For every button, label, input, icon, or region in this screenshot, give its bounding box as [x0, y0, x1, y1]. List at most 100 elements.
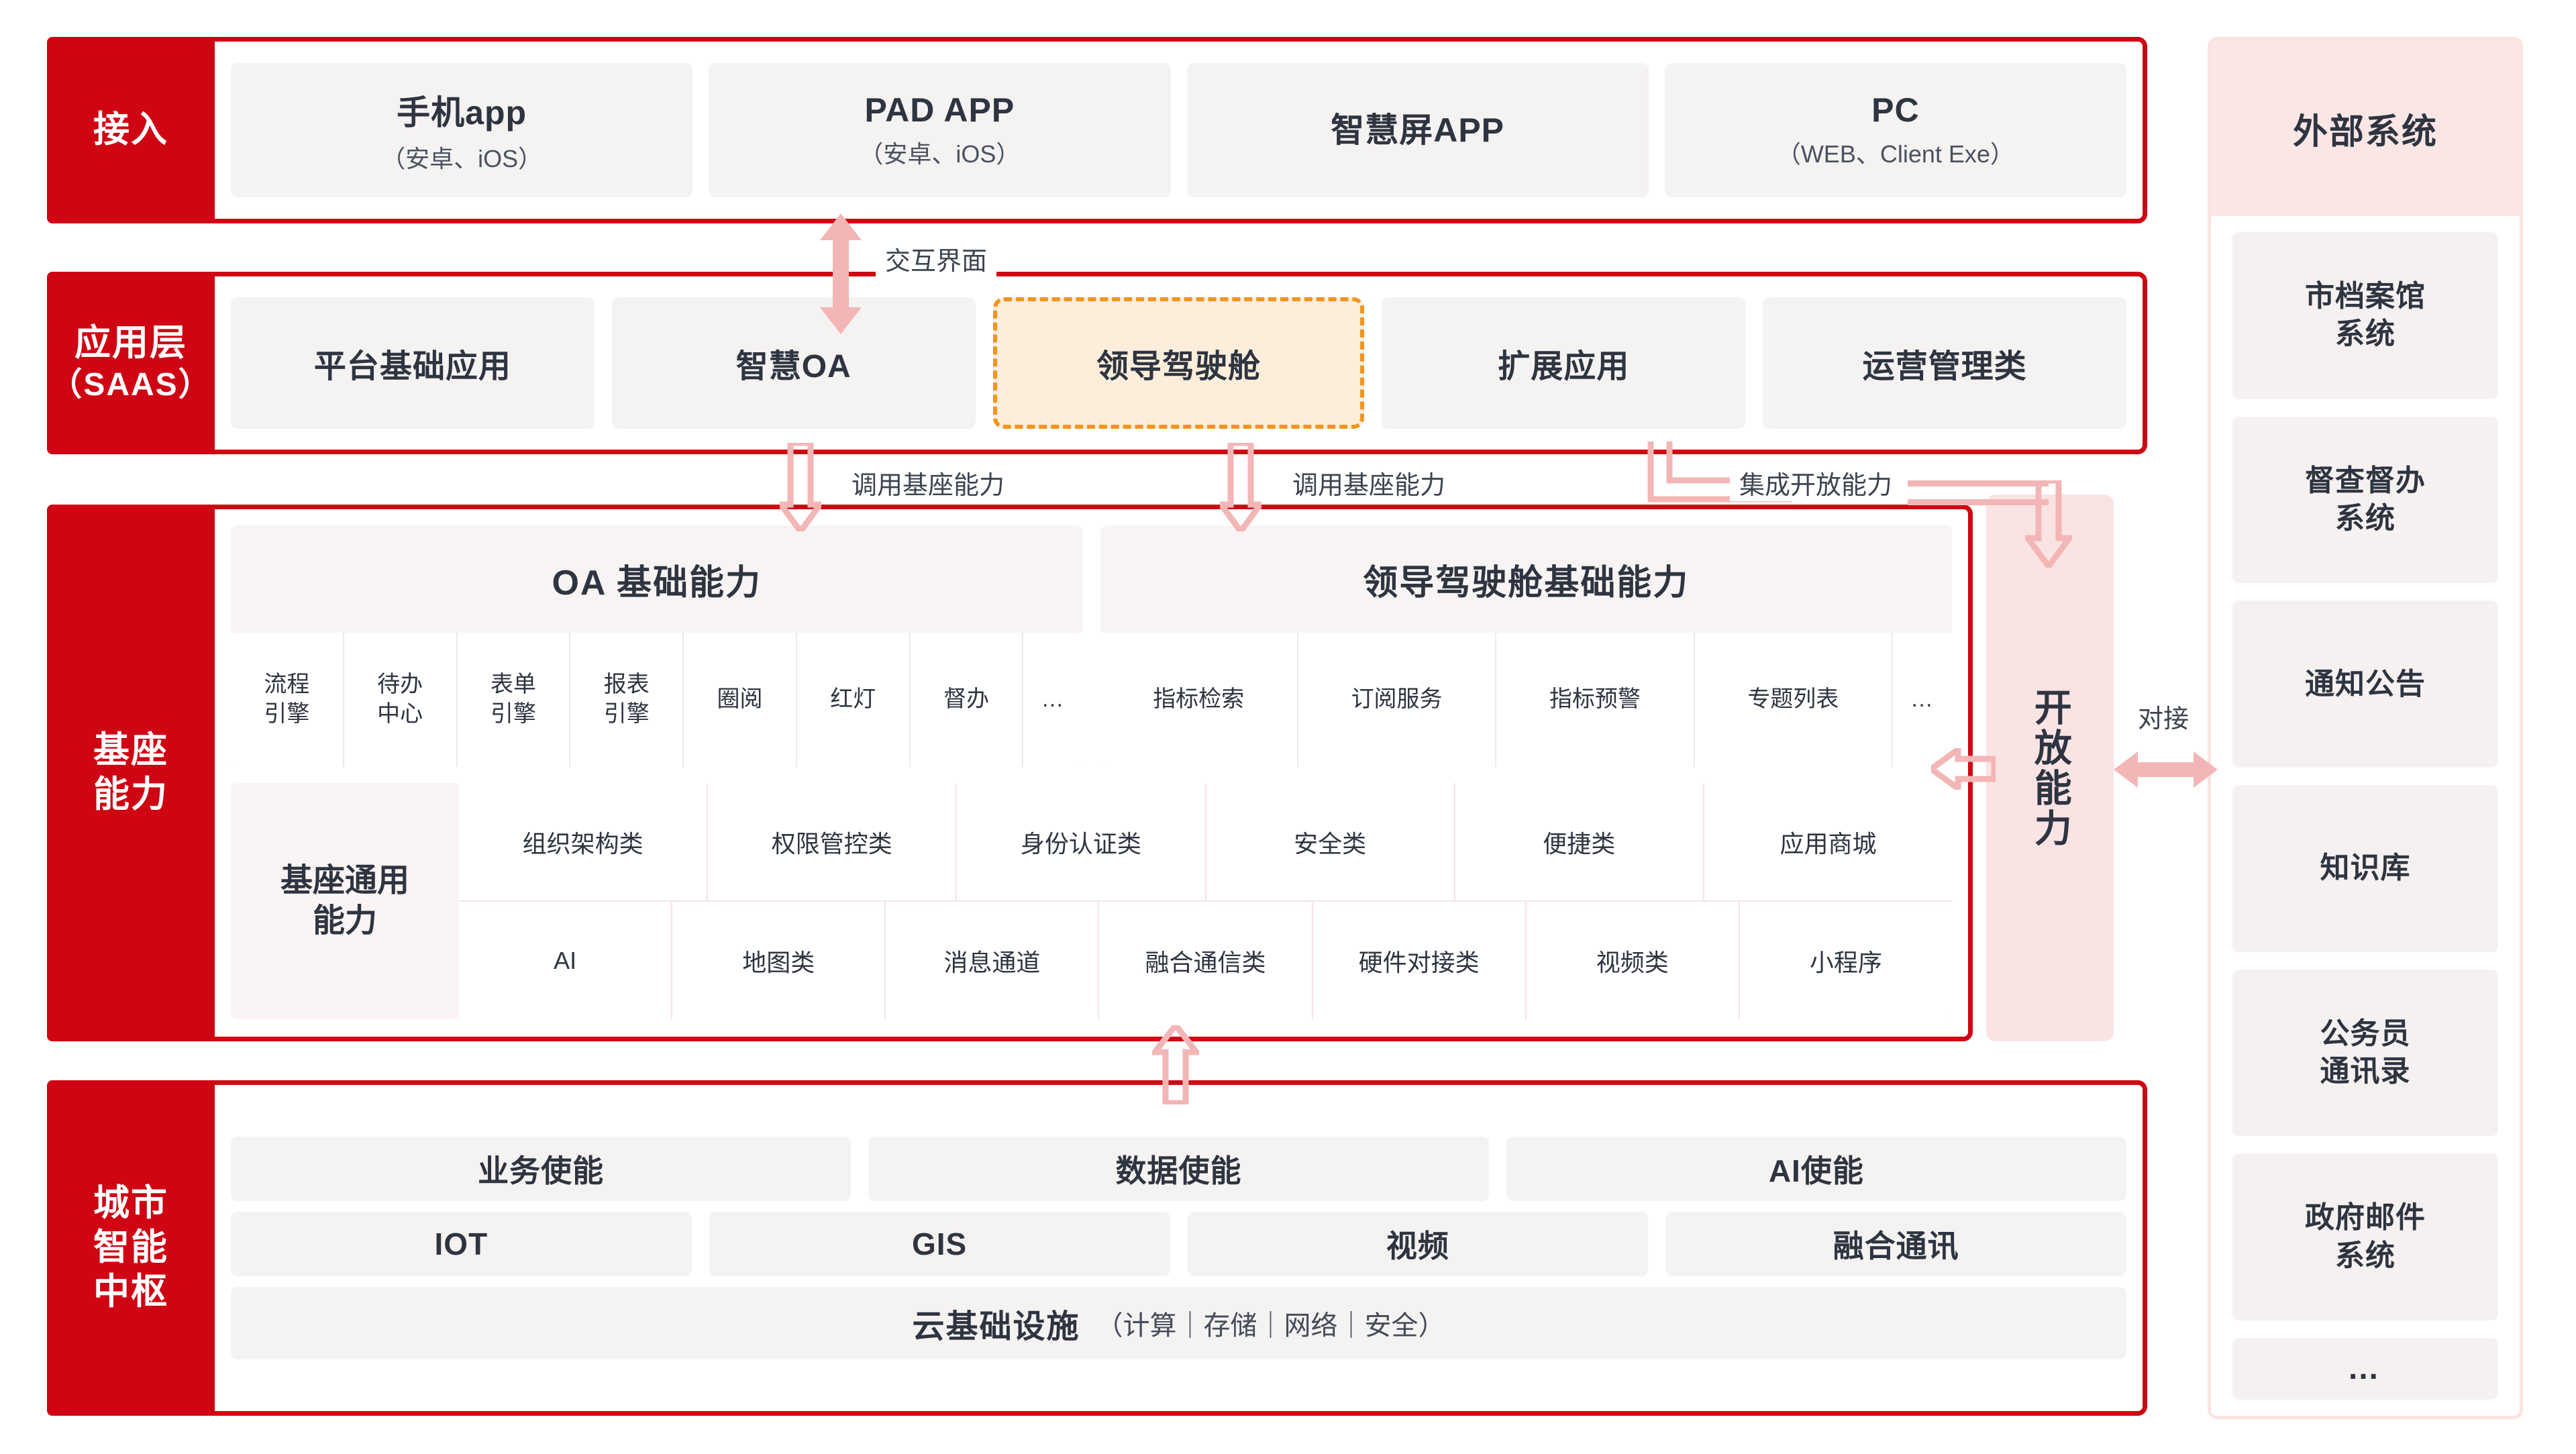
capability-group-cockpit-items: 指标检索 订阅服务 指标预警 专题列表 …	[1100, 633, 1952, 767]
access-channel-pad[interactable]: PAD APP （安卓、iOS）	[709, 63, 1171, 197]
external-system-more-icon[interactable]: …	[2232, 1338, 2498, 1400]
capability-cell[interactable]: 流程 引擎	[264, 672, 310, 727]
capability-more-icon[interactable]: …	[1022, 633, 1082, 767]
capability-cell[interactable]: 指标预警	[1495, 633, 1693, 767]
capability-group-oa: OA 基础能力 流程 引擎 待办 中心 表单 引擎 报表 引擎 圈阅 红灯 督办…	[231, 525, 1083, 767]
access-channel-mobile[interactable]: 手机app （安卓、iOS）	[231, 63, 693, 197]
integrate-open-line-lower	[1908, 499, 2049, 505]
layer-city-brain: 城市 智能 中枢 业务使能 数据使能 AI使能 IOT GIS 视频 融合通讯 …	[47, 1080, 2147, 1416]
general-capability-cell[interactable]: 小程序	[1738, 902, 1952, 1019]
capability-cell[interactable]: 报表 引擎	[569, 633, 682, 767]
access-channel-smartscreen[interactable]: 智慧屏APP	[1186, 63, 1649, 197]
general-capability-grid: 组织架构类 权限管控类 身份认证类 安全类 便捷类 应用商城 AI 地图类 消息…	[459, 783, 1952, 1019]
general-capability-cell[interactable]: 便捷类	[1453, 783, 1703, 900]
general-capability-cell[interactable]: AI	[554, 946, 577, 974]
layer-city-brain-body: 业务使能 数据使能 AI使能 IOT GIS 视频 融合通讯 云基础设施 （计算…	[215, 1085, 2143, 1411]
channel-subtitle: （安卓、iOS）	[381, 145, 543, 172]
channel-title: 智慧屏APP	[1331, 111, 1505, 149]
hub-cloud-infrastructure[interactable]: 云基础设施 （计算｜存储｜网络｜安全）	[231, 1287, 2126, 1359]
capability-cell[interactable]: 督办	[909, 633, 1023, 767]
connector-label-integrate-open: 集成开放能力	[1730, 464, 1902, 501]
general-capability-cell[interactable]: 融合通信类	[1098, 902, 1311, 1019]
open-capability-column[interactable]: 开放能力	[1986, 495, 2114, 1041]
general-capability-cell[interactable]: 组织架构类	[522, 829, 643, 858]
docking-arrow-icon	[2114, 751, 2218, 788]
interaction-arrow-icon	[820, 213, 862, 334]
app-leader-cockpit[interactable]: 领导驾驶舱	[992, 297, 1365, 429]
app-smart-oa[interactable]: 智慧OA	[611, 297, 976, 429]
open-to-base-arrow-icon	[1931, 748, 1996, 790]
external-system-announcement[interactable]: 通知公告	[2232, 601, 2498, 768]
external-systems-list: 市档案馆 系统 督查督办 系统 通知公告 知识库 公务员 通讯录 政府邮件 系统…	[2211, 216, 2520, 1416]
hub-ai-enablement[interactable]: AI使能	[1506, 1137, 2126, 1201]
connector-label-docking: 对接	[2128, 698, 2199, 735]
layer-base-capability-body: OA 基础能力 流程 引擎 待办 中心 表单 引擎 报表 引擎 圈阅 红灯 督办…	[215, 509, 1968, 1037]
capability-group-oa-items: 流程 引擎 待办 中心 表单 引擎 报表 引擎 圈阅 红灯 督办 …	[231, 633, 1083, 767]
open-capability-label: 开放能力	[2029, 687, 2072, 849]
capability-cell[interactable]: 待办 中心	[342, 633, 456, 767]
capability-cell[interactable]: 订阅服务	[1296, 633, 1495, 767]
general-capability-cell[interactable]: 视频类	[1525, 902, 1739, 1019]
capability-group-cockpit: 领导驾驶舱基础能力 指标检索 订阅服务 指标预警 专题列表 …	[1100, 525, 1952, 767]
call-base-arrow-2-icon	[1220, 443, 1261, 531]
external-system-supervision[interactable]: 督查督办 系统	[2232, 416, 2498, 584]
call-base-arrow-1-icon	[780, 443, 821, 531]
access-channel-pc[interactable]: PC （WEB、Client Exe）	[1664, 63, 2126, 197]
layer-access: 接入 手机app （安卓、iOS） PAD APP （安卓、iOS） 智慧屏AP…	[47, 37, 2147, 223]
connector-label-call-base-2: 调用基座能力	[1283, 464, 1455, 501]
capability-cell[interactable]: 指标检索	[1153, 686, 1245, 713]
general-capability-cell[interactable]: 硬件对接类	[1311, 902, 1525, 1019]
general-capability-cell[interactable]: 权限管控类	[707, 783, 956, 900]
hub-video[interactable]: 视频	[1187, 1212, 1649, 1276]
integrate-open-line-upper	[1908, 480, 2049, 486]
hub-business-enablement[interactable]: 业务使能	[231, 1137, 852, 1201]
hub-unified-comm[interactable]: 融合通讯	[1665, 1212, 2126, 1276]
general-capability-cell[interactable]: 消息通道	[884, 902, 1098, 1019]
hub-to-base-arrow-icon	[1152, 1025, 1199, 1104]
cloud-infrastructure-title: 云基础设施	[912, 1309, 1080, 1345]
capability-cell[interactable]: 圈阅	[682, 633, 796, 767]
channel-title: PC	[1871, 91, 1920, 129]
hub-gis[interactable]: GIS	[709, 1212, 1170, 1276]
layer-application-body: 平台基础应用 智慧OA 领导驾驶舱 扩展应用 运营管理类	[215, 276, 2143, 450]
app-operations-management[interactable]: 运营管理类	[1763, 297, 2126, 429]
hub-enablement-row: 业务使能 数据使能 AI使能	[231, 1137, 2126, 1201]
channel-subtitle: （安卓、iOS）	[859, 140, 1021, 168]
external-systems-title: 外部系统	[2211, 40, 2520, 216]
connector-label-interaction: 交互界面	[876, 240, 997, 277]
capability-cell[interactable]: 专题列表	[1693, 633, 1892, 767]
cloud-infrastructure-subtitle: （计算｜存储｜网络｜安全）	[1096, 1311, 1445, 1341]
general-capability-row-2: AI 地图类 消息通道 融合通信类 硬件对接类 视频类 小程序	[459, 900, 1952, 1019]
capability-group-oa-title: OA 基础能力	[231, 525, 1083, 633]
layer-city-brain-label: 城市 智能 中枢	[47, 1080, 215, 1416]
external-system-archive[interactable]: 市档案馆 系统	[2232, 232, 2498, 399]
general-capability-cell[interactable]: 安全类	[1204, 783, 1454, 900]
app-platform-basic[interactable]: 平台基础应用	[231, 297, 595, 429]
external-systems-panel: 外部系统 市档案馆 系统 督查督办 系统 通知公告 知识库 公务员 通讯录 政府…	[2208, 37, 2523, 1419]
open-capability-down-arrow-icon	[2025, 480, 2072, 568]
hub-service-row: IOT GIS 视频 融合通讯	[231, 1212, 2126, 1276]
layer-access-label: 接入	[47, 37, 215, 223]
layer-base-capability-label: 基座 能力	[47, 505, 215, 1041]
general-capability-cell[interactable]: 身份认证类	[956, 783, 1204, 900]
external-system-civil-servant-directory[interactable]: 公务员 通讯录	[2232, 969, 2498, 1137]
external-system-knowledge-base[interactable]: 知识库	[2232, 785, 2498, 952]
general-capability-row-1: 组织架构类 权限管控类 身份认证类 安全类 便捷类 应用商城	[459, 783, 1952, 900]
layer-application-label: 应用层 （SAAS）	[47, 272, 215, 454]
app-extension[interactable]: 扩展应用	[1382, 297, 1746, 429]
capability-group-cockpit-title: 领导驾驶舱基础能力	[1100, 525, 1952, 633]
general-capability-cell[interactable]: 地图类	[671, 902, 884, 1019]
channel-title: PAD APP	[864, 91, 1015, 129]
capability-more-icon[interactable]: …	[1892, 633, 1952, 767]
channel-title: 手机app	[397, 94, 527, 132]
layer-base-capability: 基座 能力 OA 基础能力 流程 引擎 待办 中心 表单 引擎 报表 引擎 圈阅…	[47, 505, 1973, 1041]
layer-access-body: 手机app （安卓、iOS） PAD APP （安卓、iOS） 智慧屏APP P…	[215, 42, 2143, 219]
general-capability-cell[interactable]: 应用商城	[1702, 783, 1952, 900]
hub-data-enablement[interactable]: 数据使能	[868, 1137, 1489, 1201]
general-capability-block: 基座通用 能力 组织架构类 权限管控类 身份认证类 安全类 便捷类 应用商城 A…	[231, 783, 1952, 1019]
capability-cell[interactable]: 表单 引擎	[456, 633, 570, 767]
hub-iot[interactable]: IOT	[231, 1212, 692, 1276]
external-system-gov-mail[interactable]: 政府邮件 系统	[2232, 1153, 2498, 1321]
capability-cell[interactable]: 红灯	[795, 633, 909, 767]
